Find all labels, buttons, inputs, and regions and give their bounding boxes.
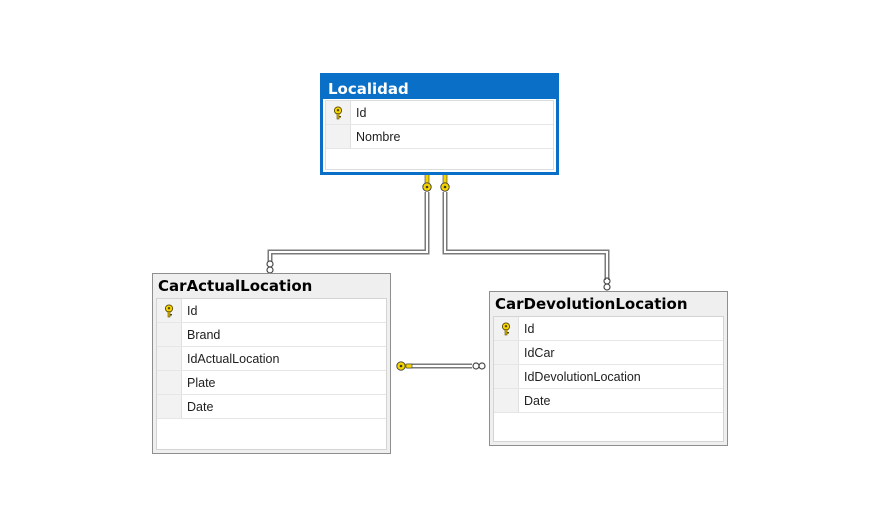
row-selector bbox=[157, 371, 182, 394]
column-row[interactable]: Brand bbox=[157, 323, 386, 347]
column-grid: Id IdCar IdDevolutionLocation Date bbox=[493, 316, 724, 442]
row-selector bbox=[157, 395, 182, 418]
column-name: Nombre bbox=[356, 130, 401, 144]
key-icon bbox=[157, 299, 182, 322]
column-name: Brand bbox=[187, 328, 221, 342]
table-caractuallocation[interactable]: CarActualLocation Id Brand IdActualLocat… bbox=[152, 273, 391, 454]
column-row[interactable]: Date bbox=[157, 395, 386, 419]
empty-row bbox=[326, 149, 553, 173]
table-title[interactable]: Localidad bbox=[323, 76, 556, 99]
empty-row bbox=[494, 413, 723, 437]
row-selector bbox=[157, 347, 182, 370]
column-name: Date bbox=[187, 400, 214, 414]
column-grid: Id Nombre bbox=[325, 100, 554, 170]
table-localidad[interactable]: Localidad Id Nombre bbox=[320, 73, 559, 175]
column-row[interactable]: Id bbox=[494, 317, 723, 341]
column-name: Id bbox=[187, 304, 198, 318]
column-name: IdCar bbox=[524, 346, 555, 360]
row-selector bbox=[326, 125, 351, 148]
column-name: Id bbox=[524, 322, 535, 336]
column-name: Id bbox=[356, 106, 367, 120]
column-row[interactable]: Nombre bbox=[326, 125, 553, 149]
row-selector bbox=[157, 323, 182, 346]
table-cardevolutionlocation[interactable]: CarDevolutionLocation Id IdCar IdDevolut… bbox=[489, 291, 728, 446]
column-grid: Id Brand IdActualLocation Plate Date bbox=[156, 298, 387, 450]
table-title[interactable]: CarDevolutionLocation bbox=[495, 295, 688, 313]
row-selector bbox=[494, 365, 519, 388]
relationship-localidad-cardevolutionlocation[interactable] bbox=[442, 192, 610, 280]
column-row[interactable]: Plate bbox=[157, 371, 386, 395]
column-row[interactable]: IdCar bbox=[494, 341, 723, 365]
row-selector bbox=[494, 389, 519, 412]
key-icon bbox=[440, 173, 450, 192]
key-icon bbox=[326, 101, 351, 124]
table-title[interactable]: CarActualLocation bbox=[158, 277, 313, 295]
row-selector bbox=[494, 341, 519, 364]
infinity-icon bbox=[266, 260, 274, 274]
column-name: Plate bbox=[187, 376, 216, 390]
relationship-localidad-caractuallocation[interactable] bbox=[267, 192, 430, 262]
column-name: IdDevolutionLocation bbox=[524, 370, 641, 384]
column-row[interactable]: Id bbox=[157, 299, 386, 323]
column-row[interactable]: IdActualLocation bbox=[157, 347, 386, 371]
column-row[interactable]: Date bbox=[494, 389, 723, 413]
column-name: Date bbox=[524, 394, 551, 408]
key-icon bbox=[422, 173, 432, 192]
column-row[interactable]: IdDevolutionLocation bbox=[494, 365, 723, 389]
column-name: IdActualLocation bbox=[187, 352, 280, 366]
empty-row bbox=[157, 419, 386, 443]
infinity-icon bbox=[472, 362, 486, 370]
key-icon bbox=[494, 317, 519, 340]
column-row[interactable]: Id bbox=[326, 101, 553, 125]
